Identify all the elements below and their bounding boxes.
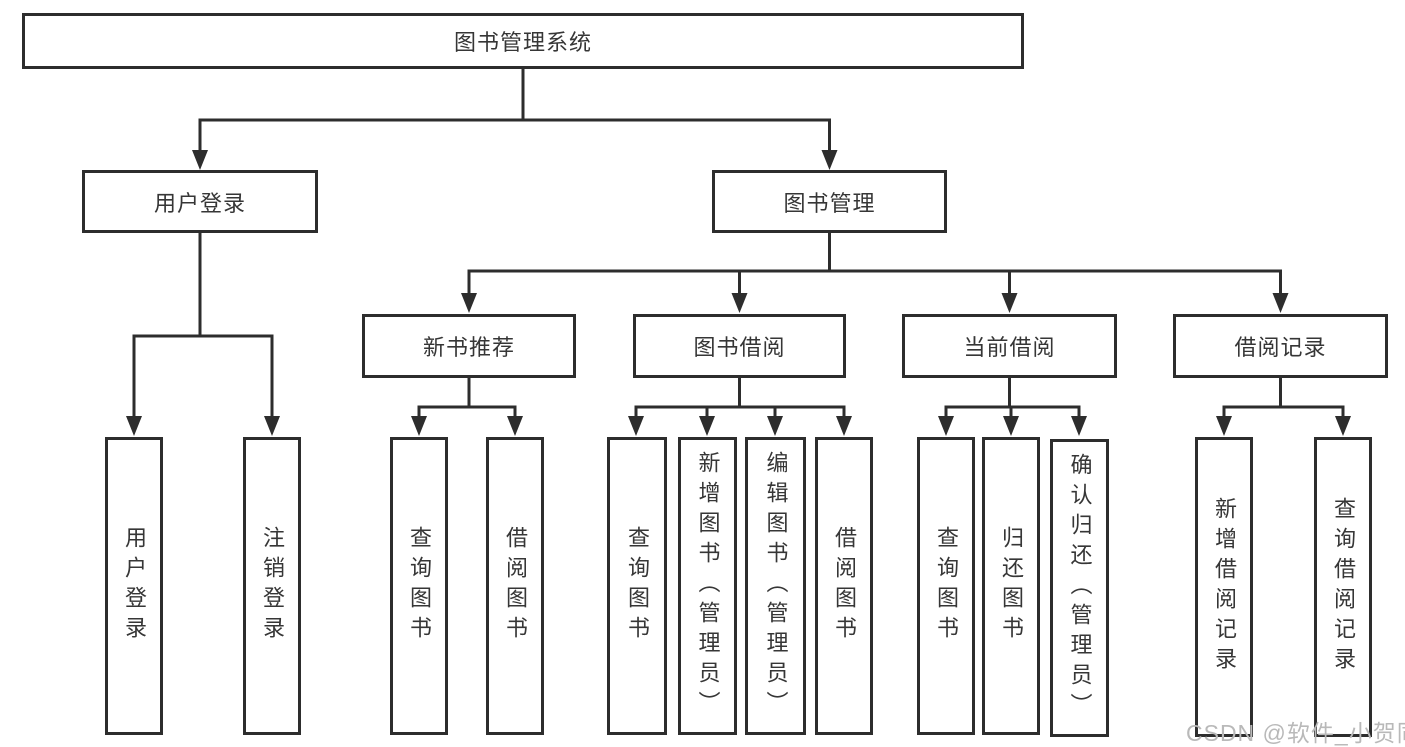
leaf-confirm-return-admin-label: 确认归还（管理员） xyxy=(1067,453,1093,723)
node-borrow-records-label: 借阅记录 xyxy=(1234,335,1327,360)
node-root: 图书管理系统 xyxy=(22,13,1024,69)
leaf-edit-book-admin-label: 编辑图书（管理员） xyxy=(763,451,789,721)
node-book-management: 图书管理 xyxy=(712,170,947,233)
leaf-return-book-label: 归还图书 xyxy=(999,526,1024,646)
leaf-add-book-admin: 新增图书（管理员） xyxy=(678,437,737,735)
leaf-borrow-books-label: 借阅图书 xyxy=(832,526,857,646)
leaf-add-book-admin-label: 新增图书（管理员） xyxy=(695,451,721,721)
leaf-confirm-return-admin: 确认归还（管理员） xyxy=(1050,439,1109,737)
leaf-add-borrow-record-label: 新增借阅记录 xyxy=(1212,497,1237,677)
leaf-user-login-label: 用户登录 xyxy=(122,526,147,646)
leaf-query-books-borrow-label: 查询图书 xyxy=(625,526,650,646)
leaf-borrow-books: 借阅图书 xyxy=(815,437,873,735)
node-current-borrow: 当前借阅 xyxy=(902,314,1117,378)
leaf-edit-book-admin: 编辑图书（管理员） xyxy=(745,437,806,735)
leaf-query-borrow-record-label: 查询借阅记录 xyxy=(1331,497,1356,677)
leaf-query-books-current: 查询图书 xyxy=(917,437,975,735)
node-book-management-label: 图书管理 xyxy=(783,190,876,216)
leaf-query-books-borrow: 查询图书 xyxy=(607,437,667,735)
node-new-book-recommend-label: 新书推荐 xyxy=(422,335,515,360)
node-user-login-label: 用户登录 xyxy=(153,190,246,216)
leaf-query-books-recommend-label: 查询图书 xyxy=(407,526,432,646)
node-new-book-recommend: 新书推荐 xyxy=(362,314,576,378)
leaf-user-login: 用户登录 xyxy=(105,437,163,735)
leaf-borrow-books-recommend: 借阅图书 xyxy=(486,437,544,735)
leaf-add-borrow-record: 新增借阅记录 xyxy=(1195,437,1253,737)
leaf-query-books-current-label: 查询图书 xyxy=(934,526,959,646)
leaf-query-books-recommend: 查询图书 xyxy=(390,437,448,735)
node-current-borrow-label: 当前借阅 xyxy=(963,335,1056,360)
node-borrow-records: 借阅记录 xyxy=(1173,314,1388,378)
leaf-query-borrow-record: 查询借阅记录 xyxy=(1314,437,1372,737)
node-book-borrow-label: 图书借阅 xyxy=(693,335,786,360)
csdn-watermark: CSDN @软件_小贺同学 xyxy=(1186,720,1405,746)
leaf-logout-label: 注销登录 xyxy=(260,526,285,646)
leaf-borrow-books-recommend-label: 借阅图书 xyxy=(503,526,528,646)
node-book-borrow: 图书借阅 xyxy=(633,314,846,378)
leaf-return-book: 归还图书 xyxy=(982,437,1040,735)
leaf-logout: 注销登录 xyxy=(243,437,301,735)
node-root-label: 图书管理系统 xyxy=(453,30,592,55)
node-user-login: 用户登录 xyxy=(82,170,318,233)
